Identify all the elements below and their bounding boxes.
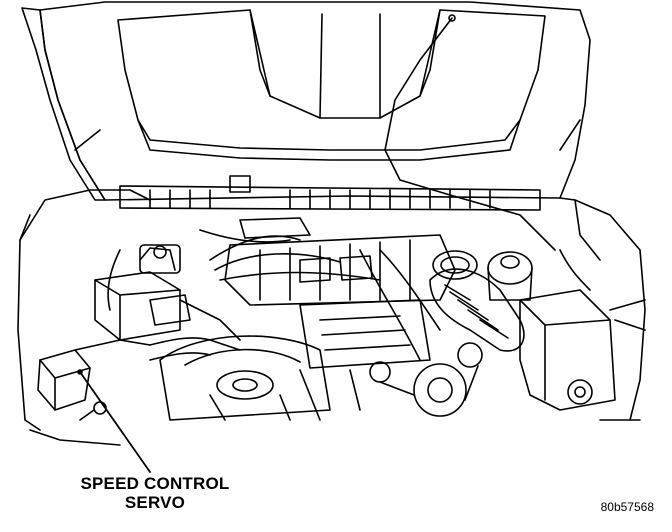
brake-reservoir xyxy=(139,244,191,326)
callout-leader-line xyxy=(79,371,151,473)
pulleys xyxy=(369,342,483,417)
fan-shroud xyxy=(159,335,331,421)
hood-prop-rod xyxy=(384,17,556,251)
engine-block xyxy=(224,217,456,369)
misc-hoses xyxy=(107,229,591,421)
speed-control-servo-label: SPEED CONTROL SERVO xyxy=(60,474,250,512)
cowl-vent xyxy=(119,175,541,211)
speed-control-servo xyxy=(37,339,151,421)
callout-line-1: SPEED CONTROL xyxy=(80,474,230,493)
air-intake-duct xyxy=(429,250,525,352)
callout-line-2: SERVO xyxy=(124,493,186,512)
spark-plug-wires xyxy=(209,235,441,361)
coolant-reservoir xyxy=(487,251,533,301)
hood xyxy=(21,1,591,201)
figure-id: 80b57568 xyxy=(600,500,654,514)
vehicle-body xyxy=(17,189,646,446)
air-cleaner-box xyxy=(519,289,616,411)
radiator-hose xyxy=(149,337,241,361)
battery xyxy=(94,247,181,341)
